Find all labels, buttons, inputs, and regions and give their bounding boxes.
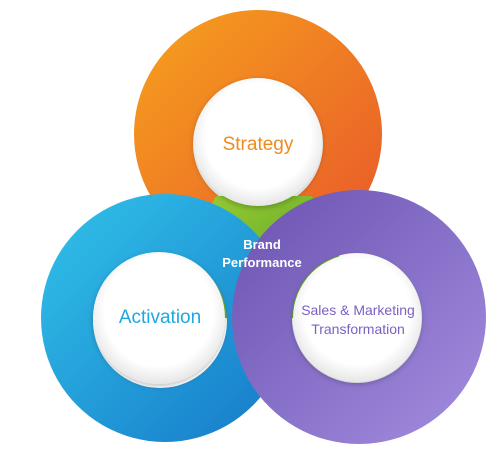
strategy-hub: [194, 78, 322, 206]
brand-label-line1: Brand: [243, 237, 281, 252]
strategy-label: Strategy: [223, 134, 294, 155]
sales-marketing-ring: [232, 190, 487, 444]
brand-label-line2: Performance: [222, 255, 301, 270]
sales-label-line2: Transformation: [311, 321, 405, 337]
activation-label: Activation: [119, 307, 201, 328]
activation-ring: [41, 194, 290, 442]
activation-hub: [93, 252, 225, 384]
sales-label-line1: Sales & Marketing: [301, 302, 415, 318]
sales-hub: [293, 254, 421, 382]
strategy-ring: [134, 10, 383, 259]
